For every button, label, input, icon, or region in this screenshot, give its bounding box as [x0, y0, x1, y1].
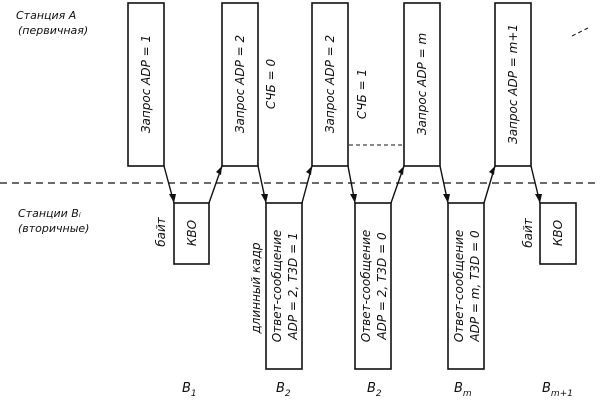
secondary-reply-1-line-1: Ответ-сообщение — [270, 230, 284, 343]
secondary-reply-3-line-1: Ответ-сообщение — [452, 230, 466, 343]
corner-mark — [571, 27, 589, 37]
sequence-bit-annotation-2: СЧБ = 1 — [355, 69, 369, 119]
primary-frame-5 — [494, 2, 532, 167]
station-label-5-sub: m+1 — [551, 389, 573, 399]
secondary-kvo-frame-2 — [539, 202, 577, 265]
primary-station-subtitle: (первичная) — [18, 24, 88, 37]
station-label-4-main: B — [454, 381, 463, 396]
station-label-5-main: B — [542, 381, 551, 396]
station-label-3-sub: 2 — [376, 389, 382, 399]
primary-frame-4-label: Запрос ADP = m — [415, 33, 429, 135]
secondary-reply-2-line-1: Ответ-сообщение — [359, 230, 373, 343]
secondary-reply-3-line-2: ADP = m, Т3D = 0 — [468, 230, 482, 343]
secondary-kvo-frame-1 — [173, 202, 210, 265]
arrowhead-8 — [489, 166, 495, 175]
primary-frame-5-label: Запрос ADP = m+1 — [506, 24, 520, 144]
arrowhead-6 — [398, 166, 404, 175]
byte-annotation-1: байт — [154, 216, 168, 247]
secondary-reply-1-line-2: ADP = 2, Т3D = 1 — [286, 232, 300, 340]
arrowhead-4 — [306, 166, 312, 175]
station-label-4: Bm — [454, 381, 472, 399]
station-label-1-main: B — [182, 381, 191, 396]
primary-frame-3-label: Запрос ADP = 2 — [323, 35, 337, 133]
secondary-reply-frame-3 — [447, 202, 485, 370]
secondary-station-title: Станции Bᵢ — [18, 207, 81, 220]
arrowhead-7 — [443, 194, 450, 203]
station-label-1-sub: 1 — [191, 389, 197, 399]
primary-station-title: Станция A — [16, 9, 76, 22]
primary-frame-4 — [403, 2, 441, 167]
station-label-3: B2 — [367, 381, 382, 399]
station-label-4-sub: m — [463, 389, 472, 399]
station-label-5: Bm+1 — [542, 381, 573, 399]
station-label-2-main: B — [276, 381, 285, 396]
station-label-3-main: B — [367, 381, 376, 396]
primary-frame-1 — [127, 2, 165, 167]
primary-frame-3 — [311, 2, 349, 167]
secondary-reply-frame-1 — [265, 202, 303, 370]
arrowhead-1 — [169, 194, 176, 203]
arrowhead-3 — [261, 194, 268, 203]
station-label-2-sub: 2 — [285, 389, 291, 399]
primary-frame-1-label: Запрос ADP = 1 — [139, 35, 153, 133]
arrowhead-9 — [535, 194, 542, 203]
secondary-kvo-label-2: КВО — [551, 220, 565, 246]
station-label-1: B1 — [182, 381, 197, 399]
arrowhead-2 — [216, 166, 222, 175]
secondary-reply-2-line-2: ADP = 2, Т3D = 0 — [375, 232, 389, 341]
sequence-bit-annotation-1: СЧБ = 0 — [264, 59, 278, 110]
secondary-reply-frame-2 — [354, 202, 392, 370]
long-frame-annotation: длинный кадр — [249, 242, 263, 334]
secondary-kvo-label-1: КВО — [185, 220, 199, 246]
byte-annotation-2: байт — [521, 217, 535, 248]
primary-frame-2-label: Запрос ADP = 2 — [233, 35, 247, 133]
secondary-station-subtitle: (вторичные) — [18, 222, 89, 235]
station-label-2: B2 — [276, 381, 291, 399]
arrowhead-5 — [350, 194, 357, 203]
primary-frame-2 — [221, 2, 259, 167]
